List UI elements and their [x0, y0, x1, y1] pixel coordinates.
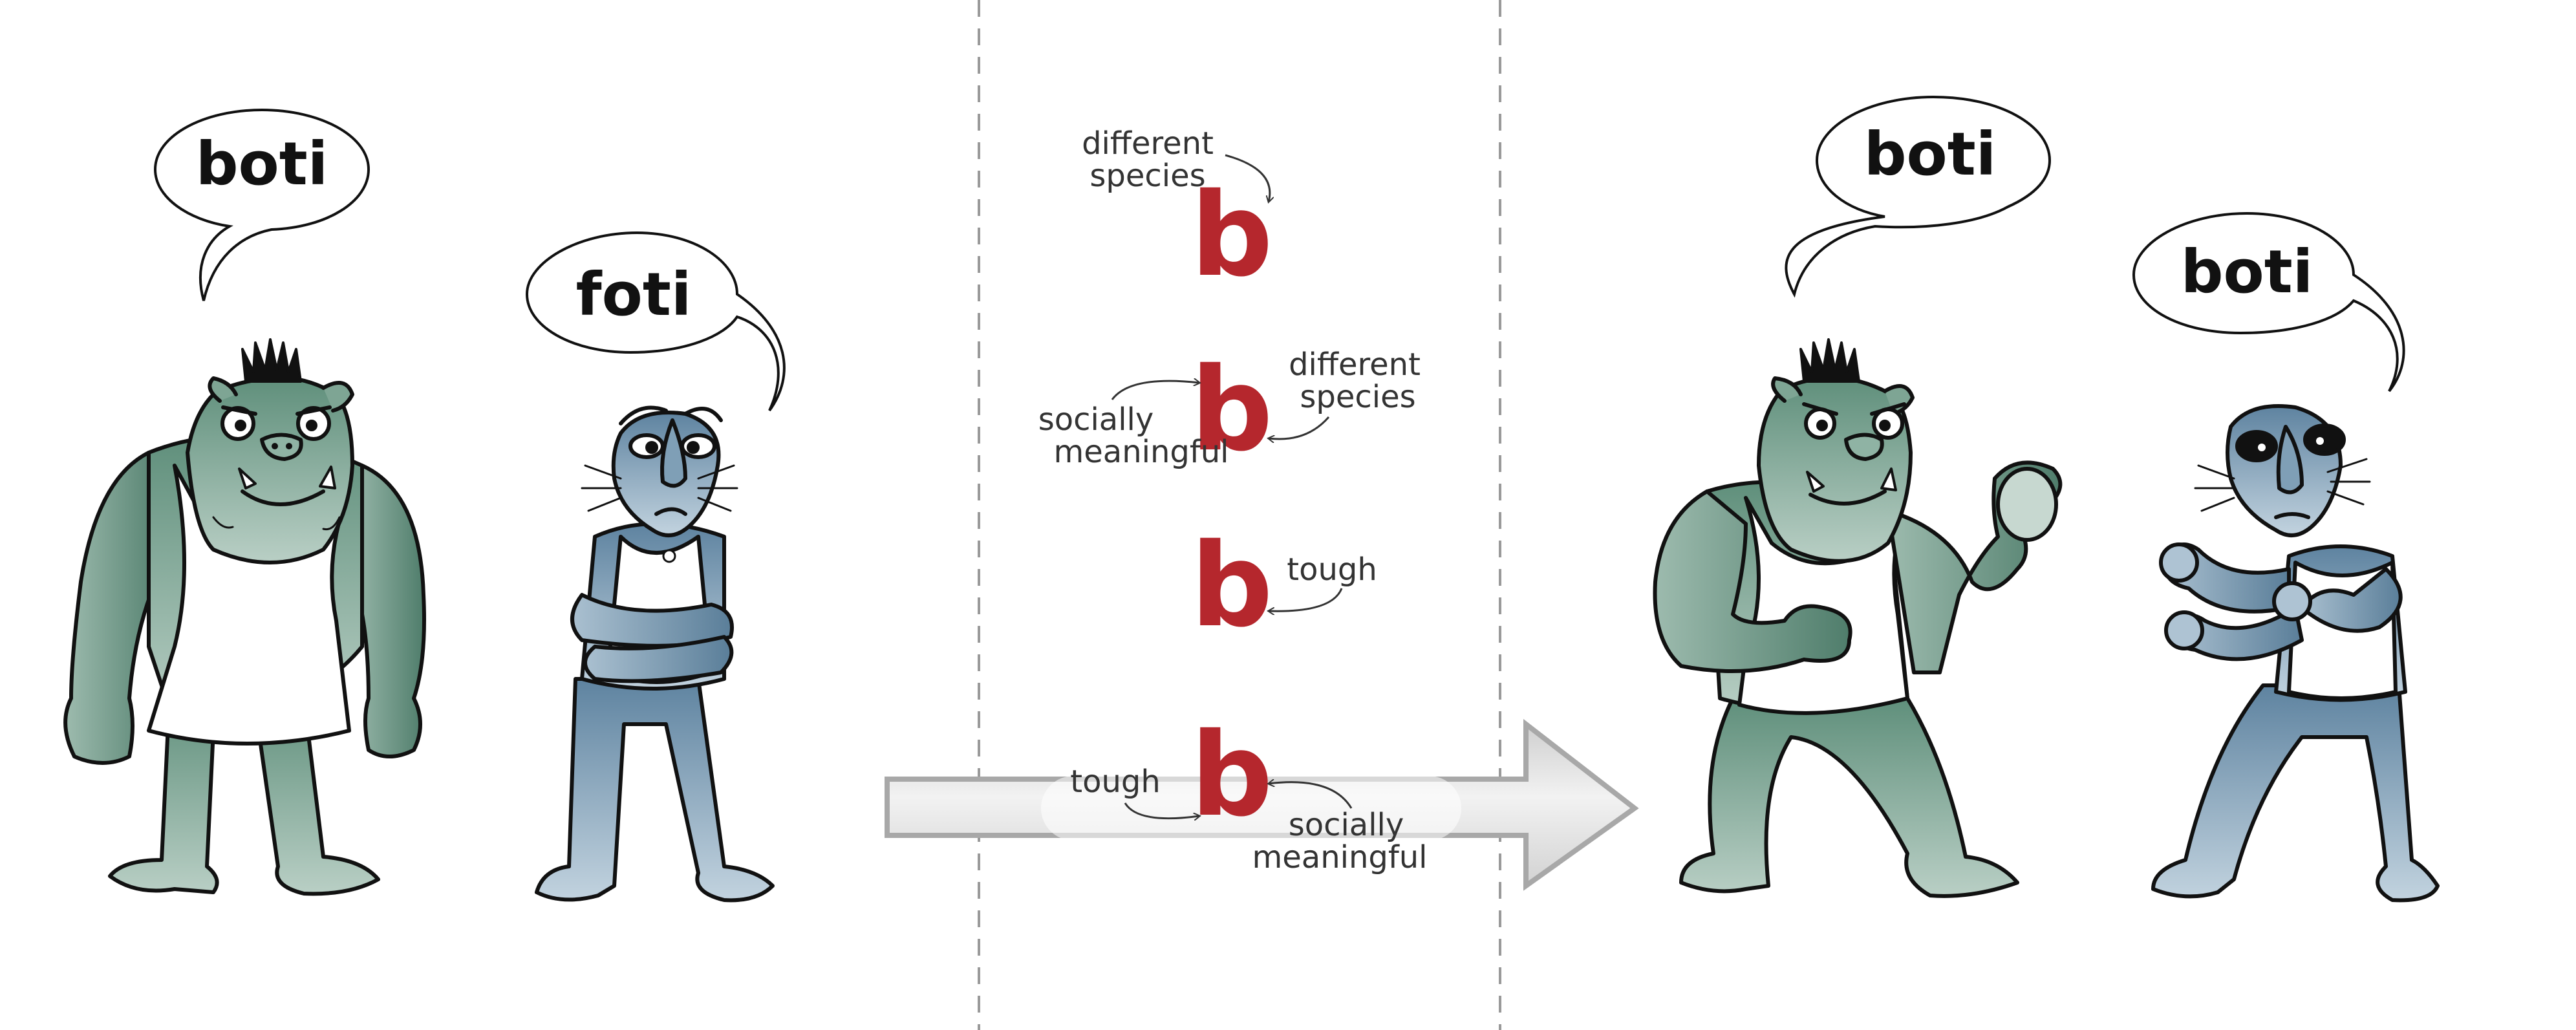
ogre-character-left — [63, 338, 426, 896]
step3-group: b tough — [1190, 519, 1377, 652]
step3-tough: tough — [1287, 552, 1377, 588]
step3-letter-b: b — [1190, 519, 1272, 652]
speech-text-creature-right: boti — [2181, 237, 2313, 306]
step2-letter-b: b — [1190, 343, 1272, 477]
blue-creature-left — [535, 405, 775, 903]
step2-social-arrow — [1111, 381, 1199, 400]
step1-group: different species b — [1082, 125, 1273, 302]
ogre-character-right — [1653, 338, 2063, 898]
step1-letter-b: b — [1190, 168, 1272, 302]
step2-species-line1: different — [1289, 347, 1421, 383]
speech-text-ogre-right: boti — [1864, 120, 1997, 189]
step4-social-line1: socially — [1289, 807, 1404, 843]
speech-bubble-ogre-left: boti — [153, 108, 370, 301]
step4-group: b tough socially meaningful — [1070, 708, 1427, 875]
step3-tough-arrow — [1269, 588, 1343, 611]
step1-arrow — [1225, 154, 1270, 202]
step4-letter-b: b — [1190, 708, 1272, 842]
step2-social-line1: socially — [1038, 402, 1154, 438]
step2-species-line2: species — [1300, 379, 1415, 415]
step1-species-line1: different — [1082, 125, 1214, 162]
transition-arrow — [885, 718, 1639, 891]
step4-tough-arrow — [1124, 802, 1199, 819]
step4-social-line2: meaningful — [1252, 839, 1427, 875]
step2-social-line2: meaningful — [1053, 434, 1229, 470]
step4-tough: tough — [1070, 764, 1161, 800]
speech-text-creature-left: foti — [576, 260, 692, 329]
speech-text-ogre-left: boti — [196, 129, 328, 198]
step2-group: b socially meaningful different species — [1038, 343, 1421, 477]
blue-creature-right — [2151, 404, 2440, 903]
speech-bubble-creature-right: boti — [2132, 211, 2405, 392]
step2-species-arrow — [1269, 416, 1330, 439]
step1-species-line2: species — [1089, 158, 1205, 194]
speech-bubble-creature-left: foti — [525, 231, 786, 412]
step4-social-arrow — [1269, 782, 1353, 809]
speech-bubble-ogre-right: boti — [1785, 95, 2052, 298]
